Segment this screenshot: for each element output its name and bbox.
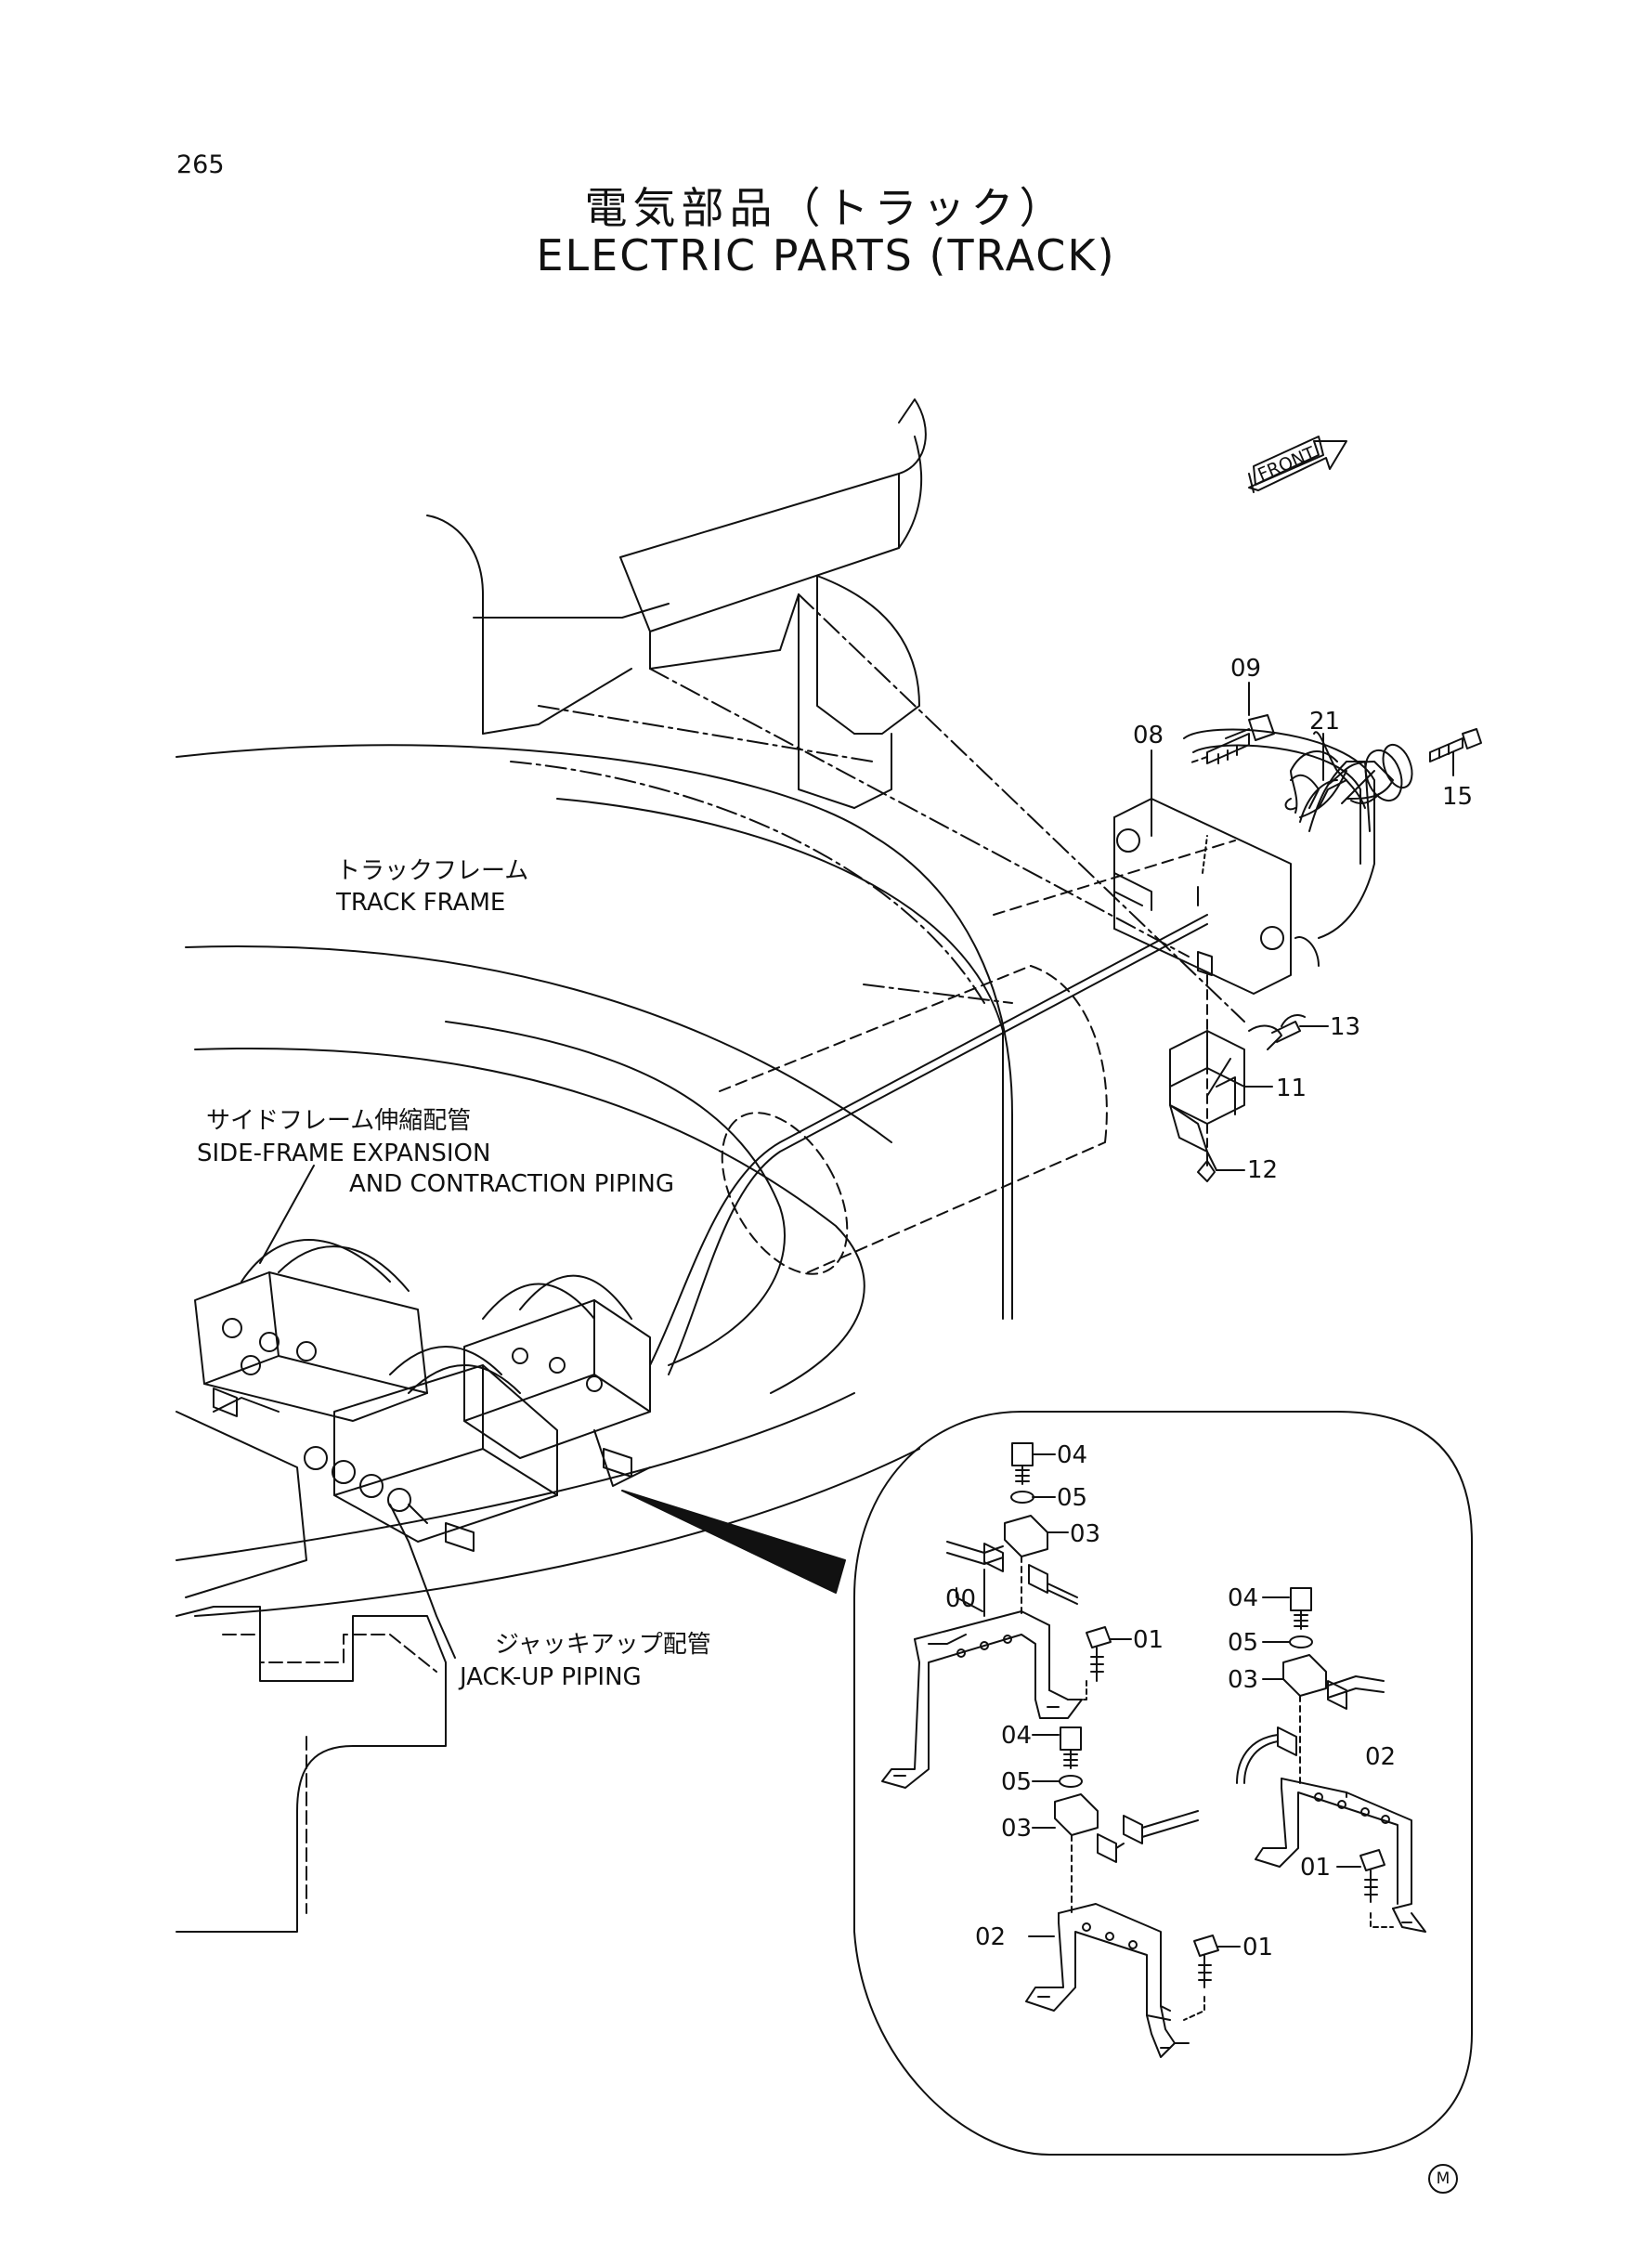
callout-01c: 01: [1242, 1934, 1273, 1961]
callout-00: 00: [945, 1585, 976, 1613]
callout-08: 08: [1133, 722, 1164, 749]
detail-group-b: [1236, 1587, 1426, 1933]
callout-01a: 01: [1133, 1626, 1164, 1654]
callout-03a: 03: [1070, 1520, 1100, 1548]
label-side-frame-en-2: AND CONTRACTION PIPING: [349, 1170, 674, 1198]
page-title-english: ELECTRIC PARTS (TRACK): [536, 230, 1116, 280]
label-jackup-en: JACK-UP PIPING: [458, 1663, 642, 1691]
label-side-frame-jp: サイドフレーム伸縮配管: [206, 1107, 471, 1135]
bolt-15: [1429, 728, 1482, 762]
label-track-frame-jp: トラックフレーム: [336, 857, 528, 885]
callout-05b: 05: [1228, 1629, 1258, 1657]
upper-structure: [426, 398, 927, 809]
callout-05c: 05: [1001, 1768, 1032, 1796]
front-label: FRONT: [1255, 443, 1319, 486]
front-arrow-icon: [1248, 436, 1347, 493]
label-side-frame-en-1: SIDE-FRAME EXPANSION: [197, 1140, 490, 1167]
callout-05a: 05: [1057, 1484, 1087, 1512]
detail-group-c: [1025, 1726, 1241, 2058]
callout-12: 12: [1247, 1156, 1278, 1184]
callout-03c: 03: [1001, 1815, 1032, 1843]
callout-11: 11: [1276, 1075, 1307, 1102]
cylinder-hidden: [719, 840, 1236, 1275]
connector-21: [1299, 743, 1413, 823]
track-frame-outline: [176, 593, 1245, 1617]
callout-15: 15: [1442, 783, 1473, 811]
sensor-bracket: [1113, 728, 1375, 995]
page-number: 265: [176, 150, 225, 179]
callout-02b: 02: [1365, 1743, 1396, 1771]
callout-04a: 04: [1057, 1441, 1087, 1469]
label-leaders: [259, 1165, 456, 1659]
callout-02c: 02: [975, 1923, 1006, 1951]
callout-04b: 04: [1228, 1584, 1258, 1612]
valve-blocks: [176, 1239, 651, 1598]
callout-09: 09: [1230, 655, 1261, 683]
callout-03b: 03: [1228, 1666, 1258, 1694]
label-jackup-jp: ジャッキアップ配管: [495, 1631, 711, 1659]
footer-m-mark: M: [1428, 2164, 1458, 2194]
detail-bubble: [853, 1411, 1473, 2156]
sensor-cable: [649, 914, 1208, 1375]
callout-13: 13: [1330, 1013, 1360, 1041]
detail-pointer: [621, 1490, 846, 1594]
callout-21: 21: [1309, 708, 1340, 736]
callout-leaders-top: [1151, 682, 1454, 1171]
bolt-09: [1188, 714, 1275, 764]
page-title-japanese: 電気部品（トラック）: [584, 183, 1068, 233]
clamp-assembly: [1169, 974, 1306, 1182]
label-track-frame-en: TRACK FRAME: [335, 889, 505, 917]
callout-01b: 01: [1300, 1854, 1331, 1882]
detail-group-a: [881, 1442, 1132, 1789]
callout-04c: 04: [1001, 1722, 1032, 1750]
lower-frame: [176, 1606, 447, 1933]
